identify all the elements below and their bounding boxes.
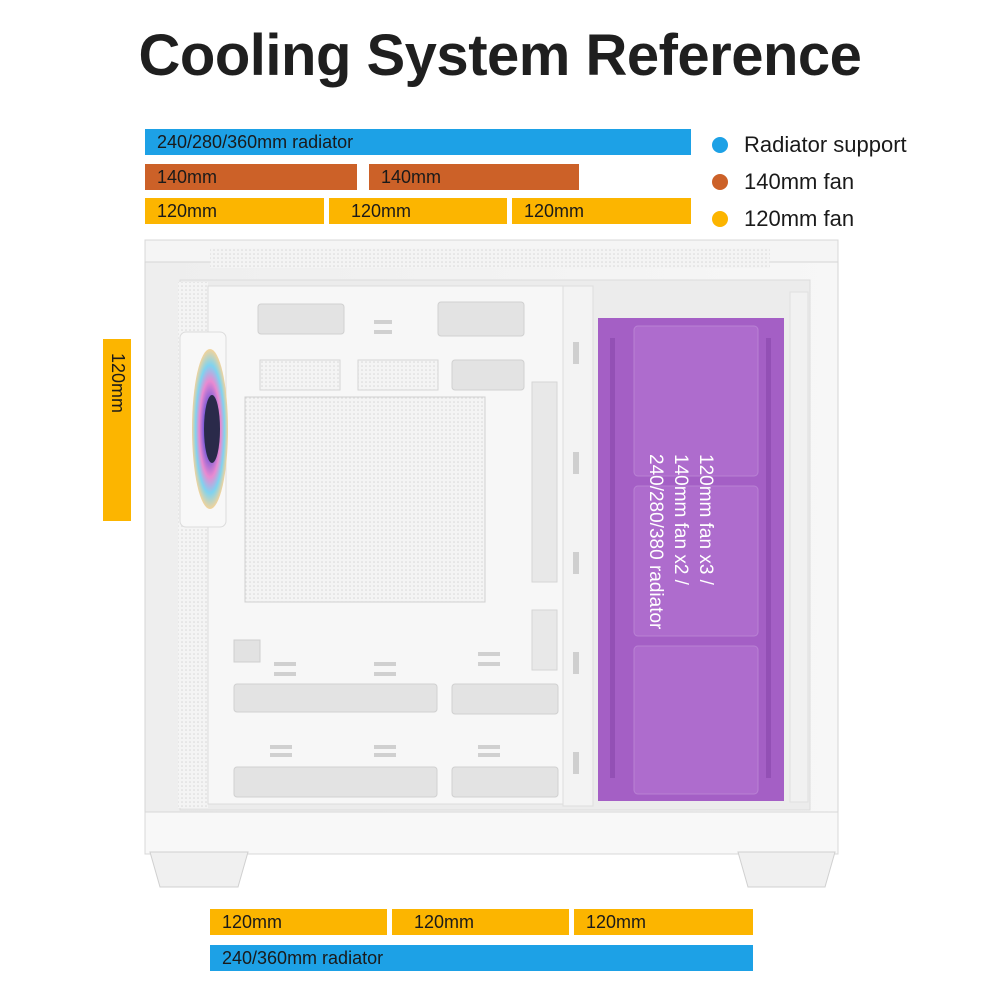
top-radiator-bar: 240/280/360mm radiator (145, 129, 691, 155)
cpu-cutout (244, 396, 486, 603)
rail-slots (573, 342, 579, 774)
divider-rail (562, 285, 594, 807)
legend-label: 140mm fan (744, 168, 855, 194)
bottom-120-fan-label: 120mm (586, 912, 647, 932)
legend: Radiator support 140mm fan 120mm fan (712, 126, 907, 237)
top-mesh (210, 248, 770, 268)
bottom-120-fan-label: 120mm (222, 912, 283, 932)
mount-rail-holes (610, 338, 771, 778)
top-120-fan-bar-2: 120mm (329, 198, 507, 224)
legend-dot-icon (712, 136, 728, 153)
bottom-120-fan-bar-1: 120mm (210, 909, 387, 935)
bottom-120-fan-bar-2: 120mm (392, 909, 569, 935)
top-140-fan-label: 140mm (157, 167, 218, 187)
page-title: Cooling System Reference (138, 23, 862, 88)
tray-cutout (233, 766, 438, 798)
top-120-fan-bar-3: 120mm (512, 198, 691, 224)
tray-cutout (233, 683, 438, 713)
tray-cutout (259, 359, 341, 391)
tray-cutout (357, 359, 439, 391)
side-120-fan-bar: 120mm (103, 339, 131, 521)
rear-fan-hub (204, 395, 220, 463)
tray-cutout (451, 766, 559, 798)
case-foot-right (737, 851, 836, 888)
top-120-fan-label: 120mm (524, 201, 585, 221)
legend-item-120-fan: 120mm fan (712, 200, 907, 237)
side-glass-edge (789, 291, 809, 803)
top-140-fan-bar-2: 140mm (369, 164, 579, 190)
tray-cutout (257, 303, 345, 335)
mount-slot (633, 485, 759, 637)
side-mount-area (598, 318, 784, 801)
top-120-fan-bar-1: 120mm (145, 198, 324, 224)
legend-item-140-fan: 140mm fan (712, 163, 907, 200)
legend-dot-icon (712, 173, 728, 190)
bottom-120-fan-label: 120mm (414, 912, 475, 932)
tray-cutout (451, 683, 559, 715)
tray-cutout (531, 381, 558, 583)
tray-cutout (233, 639, 261, 663)
bottom-radiator-label: 240/360mm radiator (222, 948, 384, 968)
tray-cutout (437, 301, 525, 337)
top-140-fan-label: 140mm (381, 167, 442, 187)
legend-dot-icon (712, 210, 728, 227)
tray-cutout (531, 609, 558, 671)
mount-slot (633, 645, 759, 795)
legend-label: Radiator support (744, 131, 907, 157)
case-bottom-panel (144, 811, 839, 855)
mount-slot (633, 325, 759, 477)
cable-slots (270, 320, 500, 757)
case-foot-left (149, 851, 249, 888)
legend-item-radiator: Radiator support (712, 126, 907, 163)
top-radiator-label: 240/280/360mm radiator (157, 132, 354, 152)
bottom-radiator-bar: 240/360mm radiator (210, 945, 753, 971)
legend-label: 120mm fan (744, 205, 855, 231)
top-140-fan-bar-1: 140mm (145, 164, 357, 190)
bottom-120-fan-bar-3: 120mm (574, 909, 753, 935)
top-120-fan-label: 120mm (351, 201, 412, 221)
tray-cutout (451, 359, 525, 391)
side-120-fan-label: 120mm (108, 353, 128, 414)
top-120-fan-label: 120mm (157, 201, 218, 221)
